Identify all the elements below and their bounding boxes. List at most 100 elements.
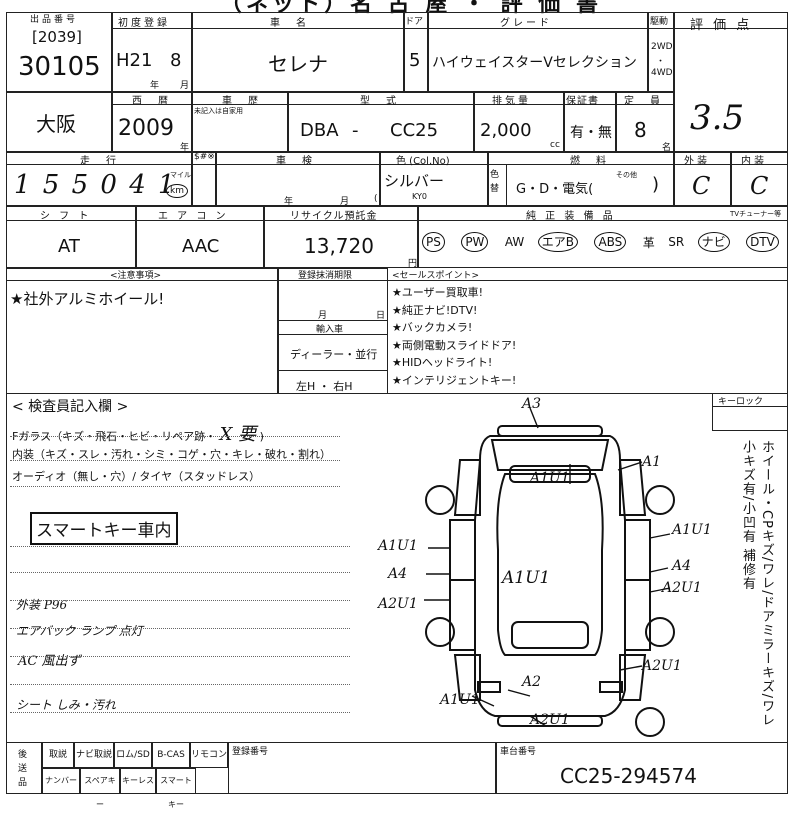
color-code: KY0 [412, 192, 427, 201]
equipment-label: 純 正 装 備 品 [526, 211, 616, 222]
smark-label: $#※ [194, 152, 215, 162]
score: 3.5 [690, 98, 745, 138]
exterior-label: 外 装 [684, 156, 708, 167]
footer-item: ロム/SD [114, 742, 152, 768]
reg-number-label: 登録番号 [232, 747, 269, 757]
divider [6, 164, 788, 165]
shift-label: シ フ ト [40, 211, 92, 222]
hand-note: エアバック ランプ 点灯 [16, 624, 143, 638]
door-label: ドア [405, 17, 424, 27]
rear-light-left [477, 681, 501, 693]
footer-left-label: 後送品 [18, 750, 28, 788]
mileage-cell [6, 152, 192, 206]
footer-items-top: 取説 ナビ取説 ロム/SD B-CAS リモコン [42, 742, 228, 768]
shift: AT [58, 236, 80, 257]
footer-left-label-cell [6, 742, 42, 794]
color-cell [380, 152, 488, 206]
car-label: 車 名 [270, 18, 309, 29]
equipment-row: PS PW AW エアB ABS 革 SR ナビ DTV [422, 232, 788, 252]
year-label: 西 暦 [132, 96, 171, 107]
inspection-month: 月 [340, 197, 350, 207]
divider [506, 165, 507, 206]
equip-ps: PS [422, 232, 445, 252]
bumper-front [497, 425, 603, 437]
reg-period-month: 月 [318, 311, 328, 321]
equip-leather: 革 [642, 235, 655, 250]
door-cell [404, 12, 428, 92]
mark-a2u1-left: A2U1 [378, 596, 418, 612]
fuel: G・D・電気( [516, 182, 594, 197]
divider [278, 320, 388, 321]
model-dash: - [352, 120, 359, 141]
sales-label: <セールスポイント> [392, 271, 480, 281]
mark-a1u1-rear: A1U1 [440, 692, 480, 708]
warranty-label: 保証書 [566, 96, 599, 107]
handle-side: 左H ・ 右H [296, 380, 353, 393]
equip-aw: AW [504, 235, 525, 249]
location: 大阪 [36, 112, 76, 136]
wheel-rear-right [645, 617, 675, 647]
equip-abs: ABS [594, 232, 627, 252]
mileage: 1 5 5 0 4 1 [14, 170, 177, 200]
rear-light-right [599, 681, 623, 693]
footer-items-bottom: ナンバー スペアキー キーレス スマートキー [42, 768, 196, 809]
reg-period-label: 登録抹消期限 [298, 271, 353, 281]
car-name: セレナ [268, 52, 328, 76]
reg-era: H21 [116, 50, 153, 71]
equip-airbag: エアB [537, 232, 578, 252]
color: シルバー [384, 172, 445, 190]
mark-a2u1-right: A2U1 [662, 580, 702, 596]
left-front-fender [453, 459, 481, 516]
lot-number: 30105 [18, 52, 101, 82]
history-label: 車 歴 [222, 96, 261, 107]
ac: AAC [182, 236, 220, 257]
recycle-unit: 円 [408, 259, 418, 269]
key-lock-label: キーロック [718, 397, 764, 407]
sales-points: ★ユーザー買取車! ★純正ナビ!DTV! ★バックカメラ! ★両側電動スライドド… [392, 284, 516, 389]
inspection-cell [216, 152, 380, 206]
model-cell [288, 92, 474, 152]
sales-point: ★純正ナビ!DTV! [392, 303, 478, 317]
right-rear-fender [619, 654, 647, 701]
caution-text: ★社外アルミホイール! [10, 290, 165, 308]
mark-a1u1-right: A1U1 [672, 522, 712, 538]
displacement-cell [474, 92, 564, 152]
door-count: 5 [409, 50, 421, 71]
mark-a1u1-left: A1U1 [378, 538, 418, 554]
divider [6, 280, 788, 281]
drive-cell [648, 12, 674, 92]
model-code: CC25 [390, 120, 439, 141]
left-side [449, 519, 476, 651]
side-note: ホイール・CPキズ/ワレ/ドアミラーキズ/ワレ 小キズ有/小凹有 補修有 [740, 440, 774, 728]
reg-label: 初度登録 [118, 18, 170, 29]
caution-box [6, 268, 278, 394]
tuner-label: TVチューナー等 [730, 210, 782, 218]
rear-window [511, 621, 589, 649]
score-label: 評 価 点 [690, 18, 753, 33]
year-unit: 年 [180, 143, 190, 153]
drive-label: 駆動 [650, 17, 669, 27]
smart-key-box: スマートキー車内 [30, 512, 178, 545]
inspection-year: 年 [284, 197, 294, 207]
capacity-label: 定 員 [624, 96, 663, 107]
reg-year-unit: 年 [150, 81, 160, 91]
drive-2wd: 2WD [651, 42, 673, 52]
ac-label: エ ア コ ン [158, 211, 229, 222]
right-front-fender [619, 459, 647, 516]
model-label: 型 式 [360, 96, 399, 107]
divider [112, 104, 674, 105]
score-cell [674, 12, 788, 152]
footer-item: ナビ取説 [74, 742, 114, 768]
import-label: 輸入車 [316, 325, 344, 335]
wheel-rear-left [425, 617, 455, 647]
capacity-cell [616, 92, 674, 152]
footer-item: リモコン [190, 742, 228, 768]
mark-a2u1-bottom: A2U1 [530, 712, 570, 728]
wheel-front-left [425, 485, 455, 515]
car-roof [496, 473, 604, 656]
color-change-label: 色替 [490, 170, 500, 194]
sales-point: ★インテリジェントキー! [392, 373, 517, 387]
lot-label: 出品番号 [30, 15, 79, 25]
bumper-rear [497, 715, 603, 727]
exterior-cell [674, 152, 731, 206]
